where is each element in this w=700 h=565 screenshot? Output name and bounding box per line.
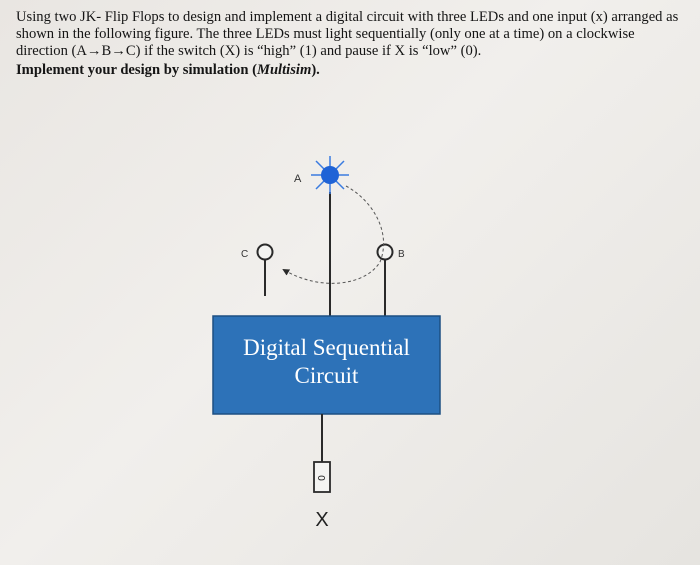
question-text-block: Using two JK- Flip Flops to design and i… — [16, 9, 688, 79]
implementation-suffix: ). — [311, 61, 320, 78]
circuit-block-label: Digital Sequential Circuit — [213, 334, 440, 390]
implementation-instruction: Implement your design by simulation (Mul… — [16, 62, 688, 79]
clockwise-sequence-arrow — [282, 185, 385, 284]
switch-state-value: 0 — [315, 475, 326, 481]
switch-x-icon — [313, 461, 331, 493]
led-a-icon — [311, 156, 349, 194]
simulation-tool-name: Multisim — [256, 61, 312, 78]
digital-sequential-circuit-block — [212, 315, 441, 415]
led-c-icon — [256, 243, 274, 261]
led-a-label: A — [294, 173, 302, 185]
question-paragraph: Using two JK- Flip Flops to design and i… — [16, 9, 679, 60]
led-b-label: B — [398, 249, 405, 260]
circuit-block-line-1: Digital Sequential — [243, 335, 410, 360]
circuit-block-line-2: Circuit — [294, 363, 359, 388]
implementation-prefix: Implement your design by simulation ( — [16, 61, 257, 78]
led-c-label: C — [241, 249, 248, 260]
switch-x-label: X — [315, 509, 328, 531]
led-b-icon — [376, 243, 394, 261]
